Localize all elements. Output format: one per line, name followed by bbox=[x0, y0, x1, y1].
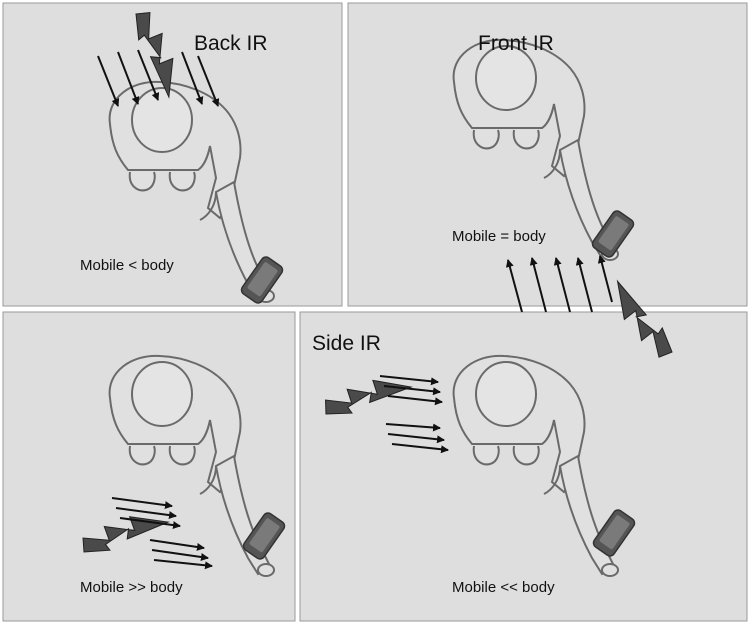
caption-mobile-ll-body: Mobile << body bbox=[452, 579, 555, 596]
ir-arrow-icon bbox=[97, 49, 220, 107]
ir-arrow-icon bbox=[379, 375, 449, 454]
caption-mobile-eq-body: Mobile = body bbox=[452, 228, 546, 245]
ir-arrow-icon bbox=[505, 255, 613, 313]
ir-arrow-icon bbox=[111, 497, 213, 570]
panel-title-back-ir: Back IR bbox=[194, 32, 268, 55]
panel-title-front-ir: Front IR bbox=[478, 32, 554, 55]
caption-mobile-lt-body: Mobile < body bbox=[80, 257, 174, 274]
panel-title-side-ir: Side IR bbox=[312, 332, 381, 355]
caption-mobile-gg-body: Mobile >> body bbox=[80, 579, 183, 596]
